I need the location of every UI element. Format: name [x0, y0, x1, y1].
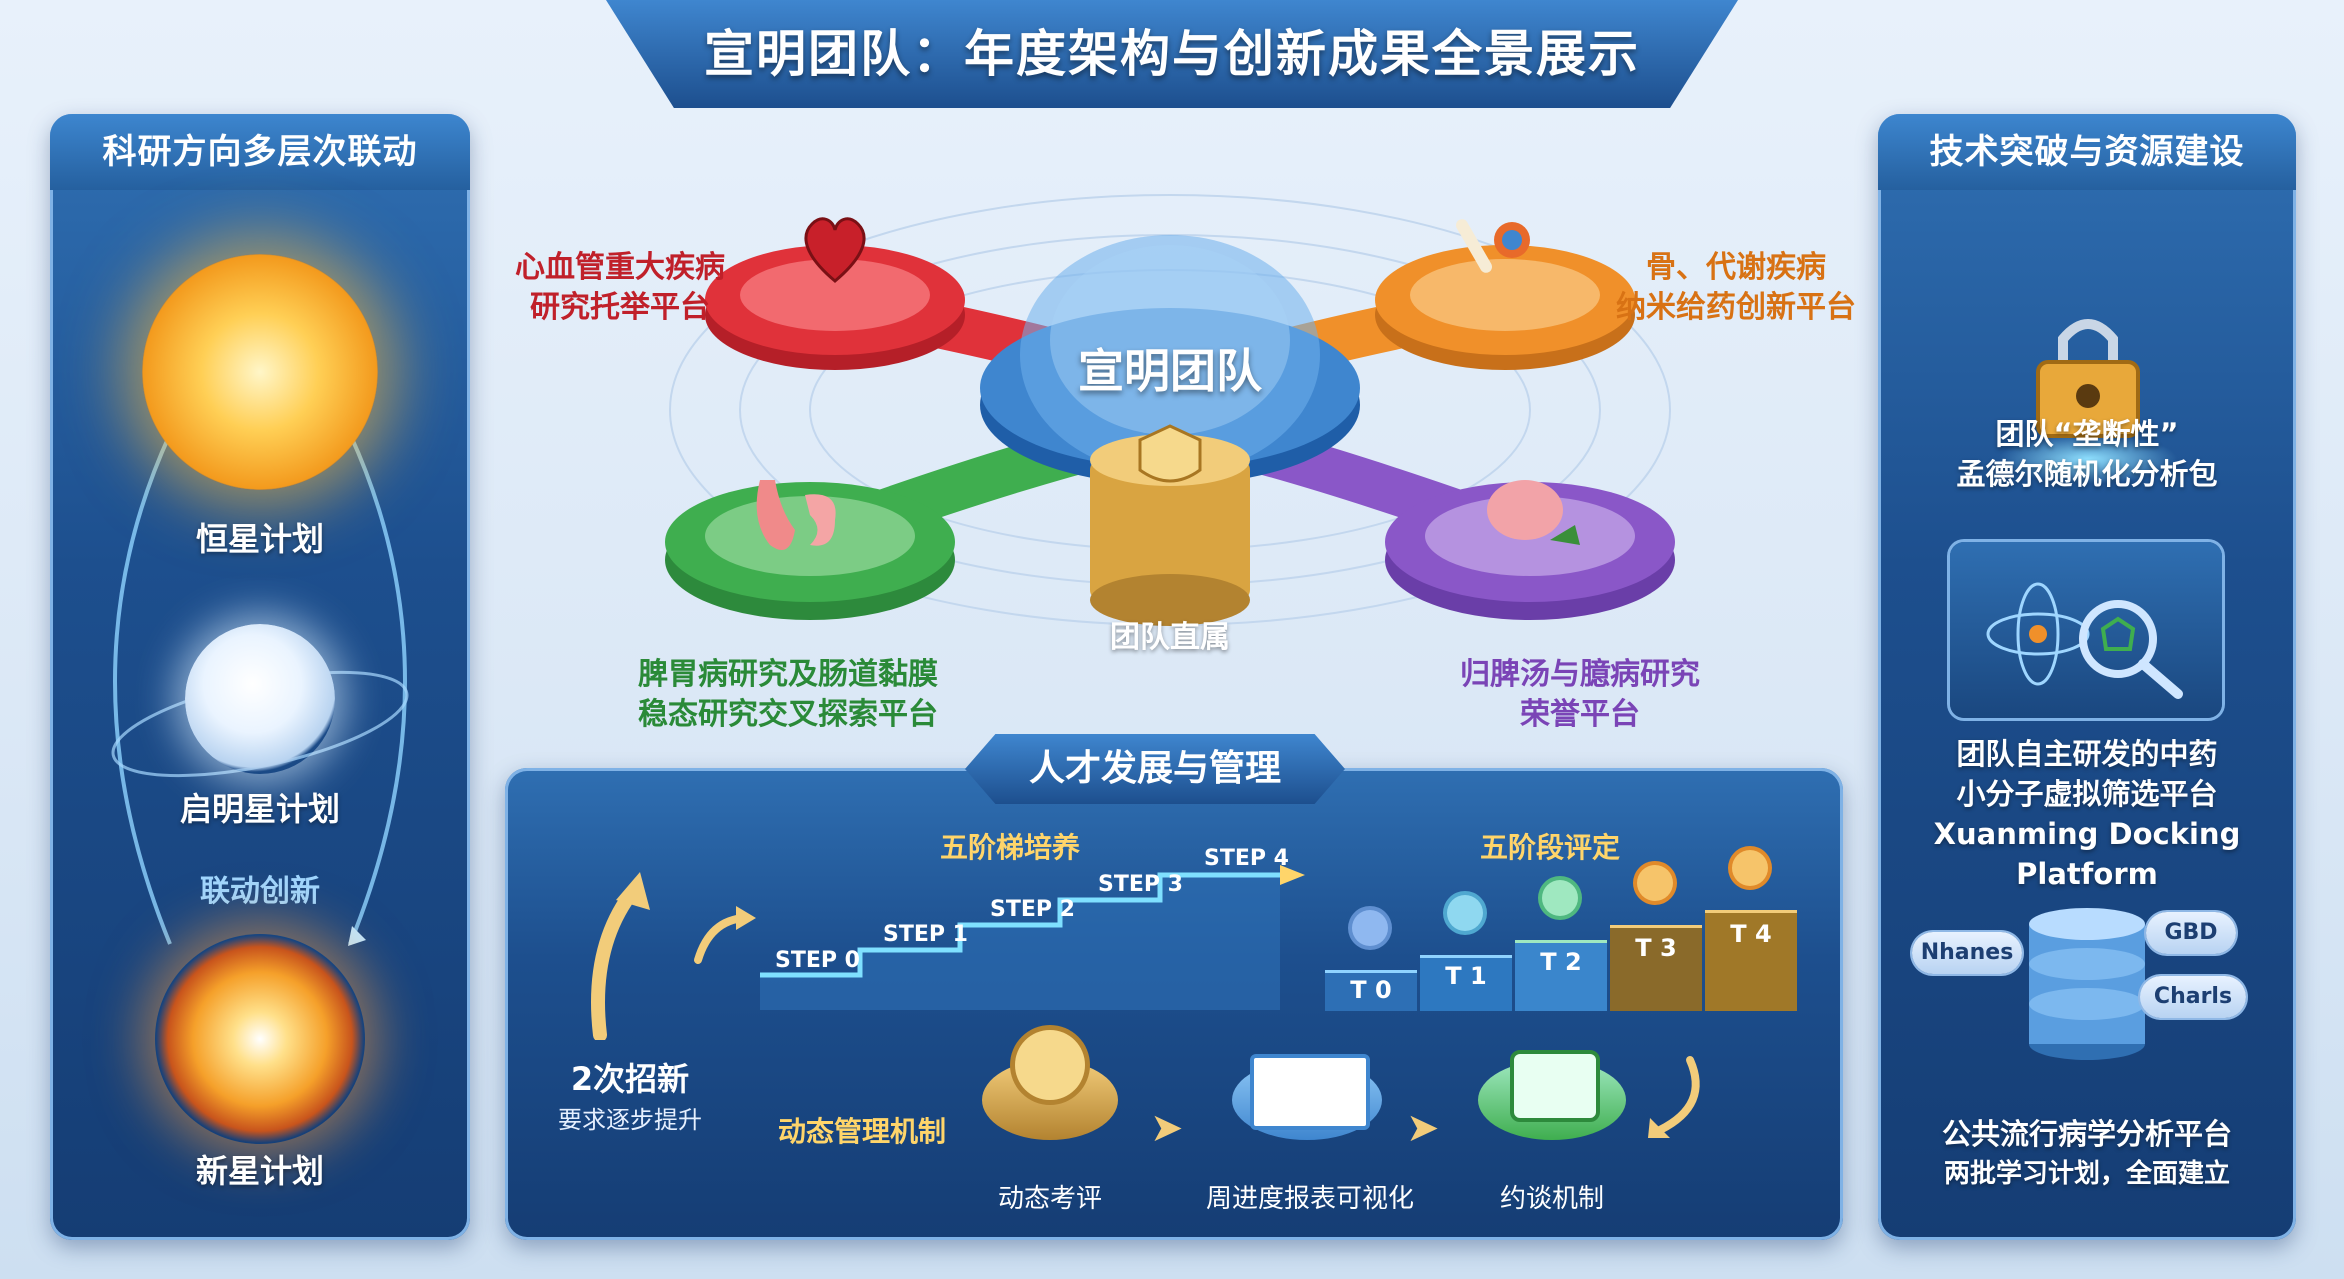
tier-block-4: [1705, 910, 1797, 1011]
mech-item-2: 约谈机制: [1499, 1184, 1604, 1214]
docking-platform-text: 团队自主研发的中药 小分子虚拟筛选平台 Xuanming Docking Pla…: [1933, 737, 2241, 891]
pill-gbd: GBD: [2146, 912, 2236, 954]
talent-header: 人才发展与管理: [1028, 748, 1281, 789]
medal-1-icon: [1447, 895, 1483, 931]
new-star-plan-label: 新星计划: [195, 1152, 324, 1190]
right-panel: 技术突破与资源建设 团队“垄断性” 孟德尔随机化分析包 团队自主研发的中药 小分…: [1878, 114, 2296, 1240]
ladder-steps: [760, 865, 1305, 1010]
sun-icon: [142, 254, 378, 490]
platform-guipi-label: 归脾汤与臆病研究 荣誉平台: [1460, 657, 1700, 732]
platform-gut-label: 脾胃病研究及肠道黏膜 稳态研究交叉探索平台: [638, 657, 938, 732]
left-panel-header: 科研方向多层次联动: [50, 114, 470, 190]
arrow-right-icon-1: ➤: [1150, 1105, 1184, 1151]
tier-0: T 0: [1350, 976, 1392, 1004]
step-4: STEP 4: [1204, 846, 1289, 871]
tier-block-1: [1420, 955, 1512, 1011]
platform-bone-label: 骨、代谢疾病 纳米给药创新平台: [1616, 250, 1856, 325]
mech-item-1: 周进度报表可视化: [1205, 1184, 1414, 1214]
left-panel: 科研方向多层次联动 恒星计划 启明星计划 联动创新 新星计划: [50, 114, 470, 1240]
hub-direct-label: 团队直属: [1110, 620, 1230, 655]
hub-center-label: 宣明团队: [1078, 344, 1262, 398]
mr-package-text: 团队“垄断性” 孟德尔随机化分析包: [1956, 417, 2218, 491]
linkage-label: 联动创新: [200, 874, 320, 909]
tier-2: T 2: [1540, 948, 1582, 976]
brain-icon: [1480, 470, 1590, 560]
tier-1: T 1: [1445, 962, 1487, 990]
database-icon: [2028, 904, 2146, 1064]
step-0: STEP 0: [775, 948, 860, 973]
platform-cardio-label: 心血管重大疾病 研究托举平台: [515, 250, 725, 325]
loop-arrow-icon: [1648, 1056, 1700, 1138]
heart-icon: [800, 206, 870, 286]
epidemiology-text: 公共流行病学分析平台 两批学习计划，全面建立: [1941, 1117, 2232, 1189]
mechanism-label: 动态管理机制: [777, 1115, 946, 1148]
medal-3-icon: [1637, 865, 1673, 901]
chat-person-icon: [1510, 1050, 1600, 1122]
tier-block-3: [1610, 925, 1702, 1011]
arrow-right-icon-2: ➤: [1406, 1105, 1440, 1151]
white-star-icon: [185, 624, 335, 774]
step-1: STEP 1: [883, 922, 968, 947]
title-banner: [606, 0, 1738, 108]
morning-star-plan-label: 启明星计划: [179, 790, 340, 828]
nova-icon: [155, 934, 365, 1144]
molecule-icon: [1978, 564, 2198, 704]
tier-block-0: [1325, 970, 1417, 1011]
stomach-icon: [740, 470, 850, 560]
pill-nhanes: Nhanes: [1912, 932, 2022, 974]
step-3: STEP 3: [1098, 872, 1183, 897]
small-arrow-icon: [694, 906, 756, 964]
bone-virus-icon: [1450, 206, 1540, 286]
step-2: STEP 2: [990, 897, 1075, 922]
medal-0-icon: [1352, 910, 1388, 946]
medal-4-icon: [1732, 850, 1768, 886]
mech-item-0: 动态考评: [997, 1184, 1102, 1214]
lock-box-icon: [2028, 304, 2148, 444]
medal-2-icon: [1542, 880, 1578, 916]
right-panel-header: 技术突破与资源建设: [1878, 114, 2296, 190]
growth-arrow-icon: [591, 872, 650, 1040]
recruit-title: 2次招新: [570, 1060, 690, 1098]
check-medal-icon: [1015, 1030, 1085, 1100]
talent-header-bg: [965, 734, 1345, 804]
page-title: 宣明团队：年度架构与创新成果全景展示: [704, 25, 1640, 83]
eval-title: 五阶段评定: [1479, 831, 1620, 864]
tier-3: T 3: [1635, 934, 1677, 962]
platform-glow: [1998, 434, 2178, 484]
recruit-sub: 要求逐步提升: [558, 1106, 702, 1134]
hub-diagram: [665, 194, 1675, 626]
ladder-title: 五阶梯培养: [939, 831, 1080, 864]
tier-block-2: [1515, 940, 1607, 1011]
chart-report-icon: [1250, 1054, 1370, 1130]
tier-4: T 4: [1730, 920, 1772, 948]
star-plan-label: 恒星计划: [195, 520, 324, 558]
pill-charls: Charls: [2140, 976, 2246, 1018]
